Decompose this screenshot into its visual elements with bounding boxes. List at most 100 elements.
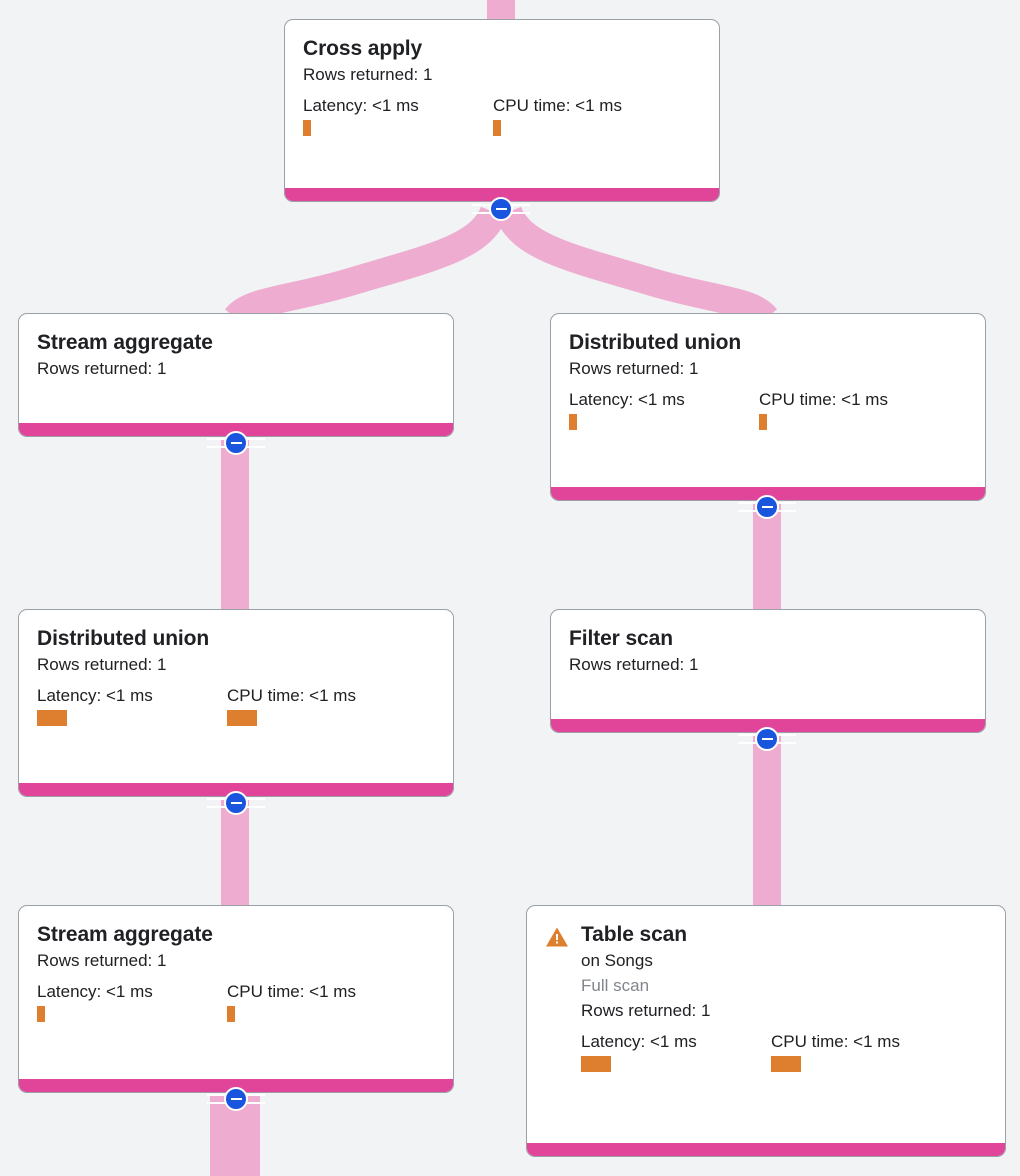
metric-latency: Latency: <1 ms xyxy=(569,389,759,430)
metric-cpu-label: CPU time: <1 ms xyxy=(771,1032,900,1051)
metric-latency: Latency: <1 ms xyxy=(581,1031,771,1072)
edge-distributed-union-to-filter-scan xyxy=(753,502,781,622)
node-body: Distributed union Rows returned: 1 Laten… xyxy=(551,314,985,487)
toggle-rail-left xyxy=(738,734,758,744)
node-body: Stream aggregate Rows returned: 1 xyxy=(19,314,453,423)
plan-node-stream-aggregate-upper[interactable]: Stream aggregate Rows returned: 1 xyxy=(18,313,454,437)
node-scan-type: Full scan xyxy=(581,976,650,995)
toggle-rail-right xyxy=(245,798,265,808)
metric-cpu-label: CPU time: <1 ms xyxy=(227,982,356,1001)
metric-cpu-label: CPU time: <1 ms xyxy=(227,686,356,705)
edge-cross-apply-to-stream-aggregate xyxy=(224,205,508,328)
node-body: Stream aggregate Rows returned: 1 Latenc… xyxy=(19,906,453,1079)
metric-latency: Latency: <1 ms xyxy=(37,685,227,726)
node-metrics: Latency: <1 ms CPU time: <1 ms xyxy=(581,1031,987,1072)
node-rows-returned: Rows returned: 1 xyxy=(581,1001,711,1020)
metric-cpu-bar xyxy=(227,1006,235,1022)
toggle-rail-left xyxy=(207,438,227,448)
collapse-toggle-stream-aggregate-lower[interactable] xyxy=(205,1086,267,1112)
node-title: Cross apply xyxy=(303,37,423,60)
node-metrics: Latency: <1 ms CPU time: <1 ms xyxy=(37,685,435,726)
plan-node-cross-apply[interactable]: Cross apply Rows returned: 1 Latency: <1… xyxy=(284,19,720,202)
plan-node-table-scan[interactable]: Table scan on Songs Full scan Rows retur… xyxy=(526,905,1006,1157)
node-footer xyxy=(285,188,719,201)
minus-circle-icon xyxy=(755,495,779,519)
node-title: Stream aggregate xyxy=(37,923,213,946)
node-title: Distributed union xyxy=(37,627,210,650)
node-metrics: Latency: <1 ms CPU time: <1 ms xyxy=(569,389,967,430)
node-footer xyxy=(19,783,453,796)
node-body: Distributed union Rows returned: 1 Laten… xyxy=(19,610,453,783)
toggle-rail-right xyxy=(776,502,796,512)
minus-circle-icon xyxy=(755,727,779,751)
node-body: Table scan on Songs Full scan Rows retur… xyxy=(527,906,1005,1143)
collapse-toggle-filter-scan[interactable] xyxy=(736,726,798,752)
collapse-toggle-distributed-union-left[interactable] xyxy=(205,790,267,816)
metric-latency: Latency: <1 ms xyxy=(37,981,227,1022)
metric-latency-bar xyxy=(581,1056,611,1072)
node-rows-returned: Rows returned: 1 xyxy=(37,655,167,674)
edge-filter-scan-to-table-scan xyxy=(753,734,781,914)
metric-latency-bar xyxy=(569,414,577,430)
metric-latency-bar xyxy=(37,1006,45,1022)
node-content: Filter scan Rows returned: 1 xyxy=(569,626,967,677)
node-content: Stream aggregate Rows returned: 1 xyxy=(37,330,435,381)
node-footer xyxy=(551,487,985,500)
node-footer xyxy=(527,1143,1005,1156)
node-footer xyxy=(19,423,453,436)
toggle-rail-right xyxy=(245,438,265,448)
node-rows-returned: Rows returned: 1 xyxy=(303,65,433,84)
metric-cpu: CPU time: <1 ms xyxy=(227,685,356,726)
plan-node-distributed-union-left[interactable]: Distributed union Rows returned: 1 Laten… xyxy=(18,609,454,797)
minus-circle-icon xyxy=(224,431,248,455)
plan-node-filter-scan[interactable]: Filter scan Rows returned: 1 xyxy=(550,609,986,733)
metric-cpu-label: CPU time: <1 ms xyxy=(759,390,888,409)
node-rows-returned: Rows returned: 1 xyxy=(37,951,167,970)
minus-circle-icon xyxy=(224,791,248,815)
metric-latency-label: Latency: <1 ms xyxy=(569,390,685,409)
node-title: Filter scan xyxy=(569,627,673,650)
node-content: Cross apply Rows returned: 1 Latency: <1… xyxy=(303,36,701,136)
metric-cpu: CPU time: <1 ms xyxy=(771,1031,900,1072)
node-title: Table scan xyxy=(581,923,687,946)
plan-node-distributed-union-upper[interactable]: Distributed union Rows returned: 1 Laten… xyxy=(550,313,986,501)
toggle-rail-left xyxy=(738,502,758,512)
metric-latency-bar xyxy=(303,120,311,136)
metric-cpu-bar xyxy=(771,1056,801,1072)
minus-circle-icon xyxy=(489,197,513,221)
plan-node-stream-aggregate-lower[interactable]: Stream aggregate Rows returned: 1 Latenc… xyxy=(18,905,454,1093)
collapse-toggle-distributed-union-upper[interactable] xyxy=(736,494,798,520)
toggle-rail-left xyxy=(207,798,227,808)
node-footer xyxy=(19,1079,453,1092)
metric-latency-label: Latency: <1 ms xyxy=(37,686,153,705)
metric-latency: Latency: <1 ms xyxy=(303,95,493,136)
node-body: Filter scan Rows returned: 1 xyxy=(551,610,985,719)
node-title: Stream aggregate xyxy=(37,331,213,354)
toggle-rail-right xyxy=(245,1094,265,1104)
node-rows-returned: Rows returned: 1 xyxy=(37,359,167,378)
node-rows-returned: Rows returned: 1 xyxy=(569,655,699,674)
node-content: Distributed union Rows returned: 1 Laten… xyxy=(569,330,967,430)
metric-cpu-bar xyxy=(759,414,767,430)
metric-cpu: CPU time: <1 ms xyxy=(227,981,356,1022)
collapse-toggle-stream-aggregate-upper[interactable] xyxy=(205,430,267,456)
edge-stream-aggregate-to-distributed-union xyxy=(221,438,249,622)
metric-cpu-bar xyxy=(227,710,257,726)
node-rows-returned: Rows returned: 1 xyxy=(569,359,699,378)
node-content: Stream aggregate Rows returned: 1 Latenc… xyxy=(37,922,435,1022)
metric-latency-bar xyxy=(37,710,67,726)
node-content: Table scan on Songs Full scan Rows retur… xyxy=(581,922,987,1072)
node-title: Distributed union xyxy=(569,331,742,354)
node-metrics: Latency: <1 ms CPU time: <1 ms xyxy=(303,95,701,136)
metric-cpu: CPU time: <1 ms xyxy=(493,95,622,136)
metric-cpu-label: CPU time: <1 ms xyxy=(493,96,622,115)
edge-cross-apply-to-distributed-union xyxy=(494,205,778,328)
metric-cpu: CPU time: <1 ms xyxy=(759,389,888,430)
warning-slot xyxy=(545,922,581,953)
toggle-rail-right xyxy=(776,734,796,744)
node-content: Distributed union Rows returned: 1 Laten… xyxy=(37,626,435,726)
node-footer xyxy=(551,719,985,732)
collapse-toggle-cross-apply[interactable] xyxy=(470,196,532,222)
metric-latency-label: Latency: <1 ms xyxy=(581,1032,697,1051)
